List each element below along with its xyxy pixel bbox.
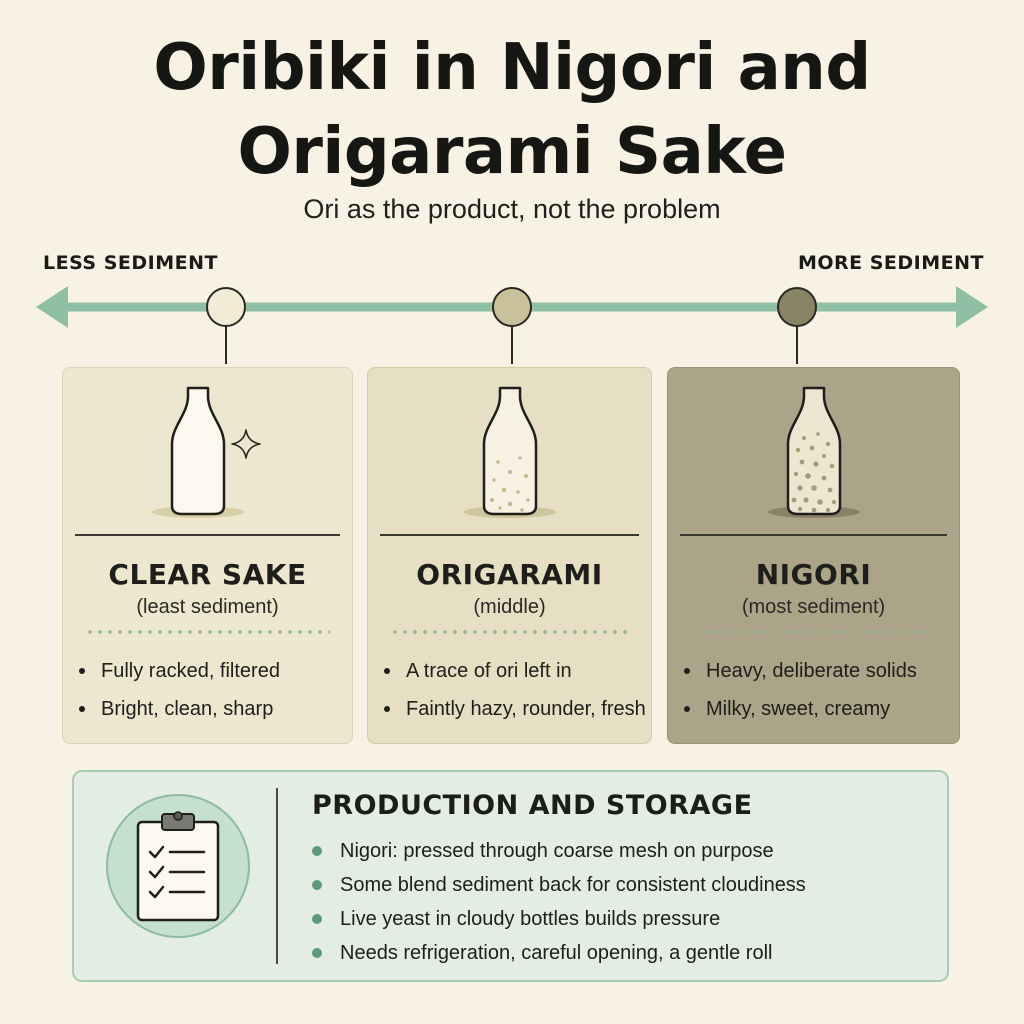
sediment-scale [36, 286, 988, 364]
dotted-separator [85, 630, 330, 634]
card-bullets-nigori: Heavy, deliberate solids Milky, sweet, c… [684, 652, 951, 728]
dotted-separator [690, 630, 937, 634]
clipboard-checklist-icon [136, 811, 220, 922]
list-item: Needs refrigeration, careful opening, a … [312, 936, 806, 970]
card-bullets-clear-sake: Fully racked, filtered Bright, clean, sh… [79, 652, 344, 728]
title-line-1: Oribiki in Nigori and [153, 31, 871, 105]
clear-bottle-sparkle-icon [151, 386, 261, 518]
list-item: Some blend sediment back for consistent … [312, 868, 806, 902]
card-origarami: ORIGARAMI (middle) A trace of ori left i… [367, 367, 652, 744]
panel-bullets: Nigori: pressed through coarse mesh on p… [312, 834, 806, 970]
right-arrow-icon [956, 286, 988, 328]
card-nigori: NIGORI (most sediment) Heavy, deliberate… [667, 367, 960, 744]
card-title-clear-sake: CLEAR SAKE [108, 558, 307, 591]
card-bullets-origarami: A trace of ori left in Faintly hazy, rou… [384, 652, 646, 728]
marker-origarami [492, 287, 532, 327]
left-arrow-icon [36, 286, 68, 328]
more-sediment-label: MORE SEDIMENT [797, 252, 984, 274]
card-divider [680, 534, 947, 536]
card-title-nigori: NIGORI [755, 558, 872, 591]
card-title-origarami: ORIGARAMI [416, 558, 603, 591]
card-divider [75, 534, 340, 536]
list-item: Nigori: pressed through coarse mesh on p… [312, 834, 806, 868]
production-storage-panel: PRODUCTION AND STORAGE Nigori: pressed t… [72, 770, 949, 982]
panel-title: PRODUCTION AND STORAGE [312, 790, 753, 821]
list-item: A trace of ori left in [384, 652, 643, 690]
lightly-speckled-bottle-icon [463, 386, 556, 518]
marker-nigori [777, 287, 817, 327]
card-divider [380, 534, 639, 536]
page-subtitle: Ori as the product, not the problem [303, 194, 721, 224]
list-item: Live yeast in cloudy bottles builds pres… [312, 902, 806, 936]
card-subtitle-origarami: (middle) [473, 596, 546, 618]
list-item: Milky, sweet, creamy [684, 690, 951, 728]
list-item: Faintly hazy, rounder, fresh [384, 690, 646, 728]
title-line-2: Origarami Sake [237, 115, 787, 189]
less-sediment-label: LESS SEDIMENT [43, 252, 218, 274]
list-item: Fully racked, filtered [79, 652, 344, 690]
card-subtitle-clear-sake: (least sediment) [136, 596, 279, 618]
card-subtitle-nigori: (most sediment) [741, 596, 886, 618]
list-item: Heavy, deliberate solids [684, 652, 951, 690]
marker-clear-sake [206, 287, 246, 327]
page-title: Oribiki in Nigori and Origarami Sake [0, 26, 1024, 194]
list-item: Bright, clean, sharp [79, 690, 344, 728]
clipboard-icon-badge [106, 794, 250, 938]
dotted-separator [390, 630, 629, 634]
panel-divider [276, 788, 278, 964]
card-clear-sake: CLEAR SAKE (least sediment) Fully racked… [62, 367, 353, 744]
heavily-speckled-bottle-icon [767, 386, 860, 518]
